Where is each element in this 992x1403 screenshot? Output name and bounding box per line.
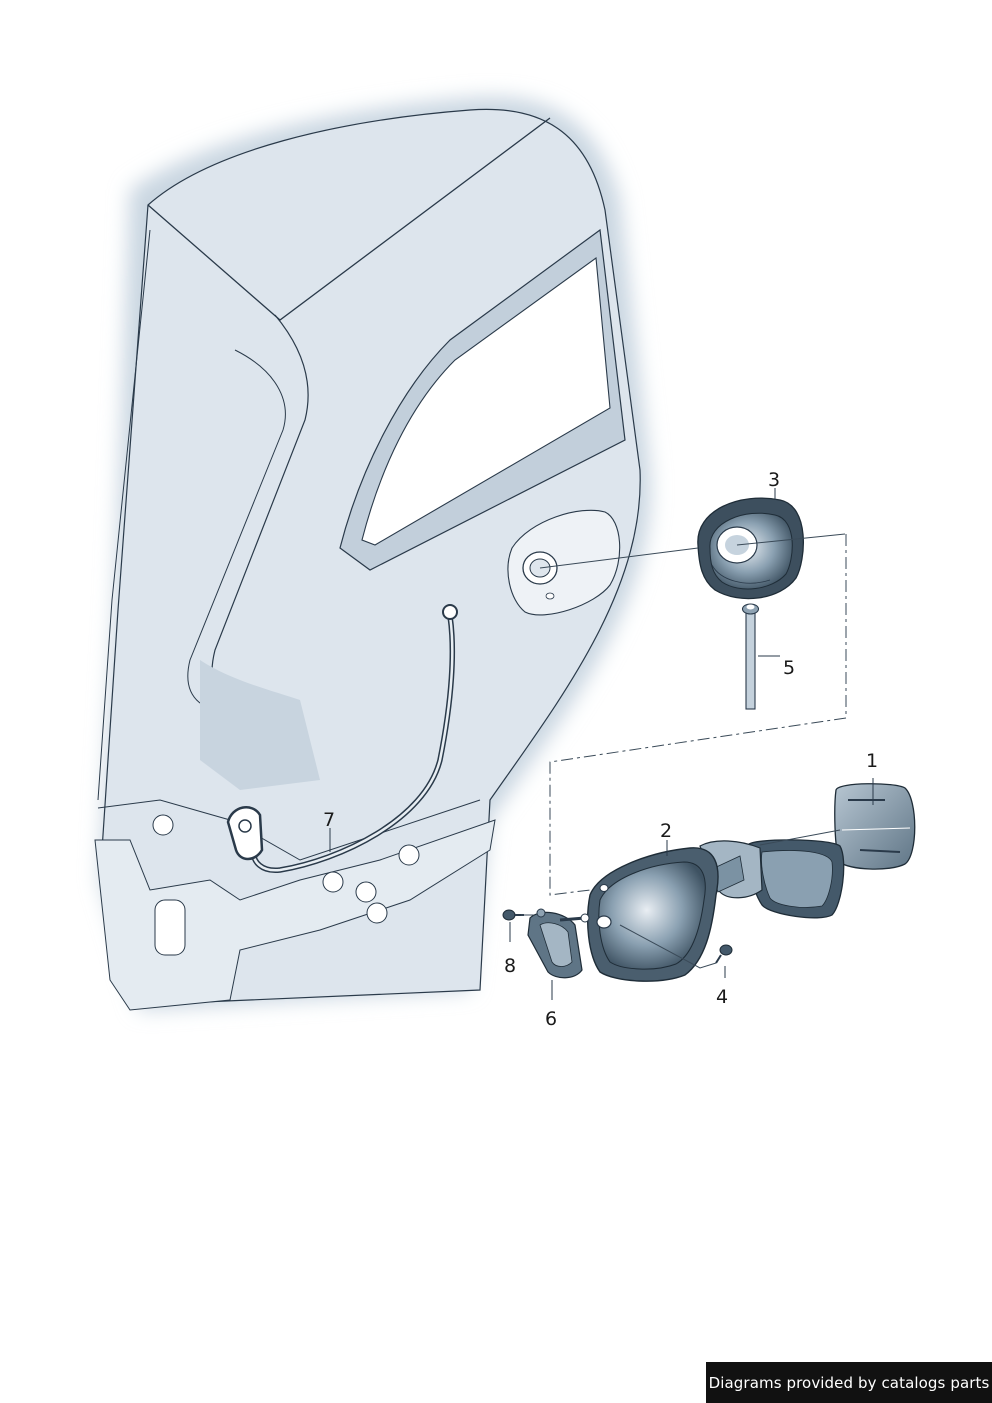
roof-edge-line <box>147 117 551 321</box>
body-hole <box>322 871 344 893</box>
lower-body-slot <box>154 899 186 956</box>
callout-part-1: 1 <box>866 750 878 772</box>
part-3-filler-cup-seal <box>697 497 804 600</box>
callout-part-4: 4 <box>716 986 728 1008</box>
assembly-guide-lines <box>521 533 847 969</box>
body-hole <box>355 881 377 903</box>
body-recess-bolt-hole <box>545 592 555 600</box>
body-crease-line <box>97 229 151 801</box>
callout-part-8: 8 <box>504 955 516 977</box>
callout-part-7: 7 <box>323 809 335 831</box>
vehicle-body-quarter-panel <box>94 96 651 1011</box>
body-fuel-filler-recess <box>507 509 621 616</box>
callout-part-3: 3 <box>768 469 780 491</box>
wheel-arch-cutout <box>200 660 320 790</box>
body-hole <box>152 814 174 836</box>
callout-leaders <box>329 488 874 1000</box>
callout-part-2: 2 <box>660 820 672 842</box>
part-8-screw <box>502 909 524 921</box>
callout-part-5: 5 <box>783 657 795 679</box>
lower-body-structure <box>94 819 496 1011</box>
part-1-fuel-flap <box>834 783 916 870</box>
part-4-screw <box>715 944 733 964</box>
part-6-locking-actuator <box>527 908 590 979</box>
quarter-window-glass <box>361 256 611 546</box>
callout-part-6: 6 <box>545 1008 557 1030</box>
body-hole <box>366 902 388 924</box>
diagram-credit-text: Diagrams provided by catalogs parts <box>708 1373 990 1392</box>
part-2-filler-housing <box>586 839 845 982</box>
part-5-pin <box>741 603 760 710</box>
diagram-credit-badge: Diagrams provided by catalogs parts <box>706 1362 992 1403</box>
part-7-release-cable <box>226 604 458 873</box>
body-hole <box>398 844 420 866</box>
